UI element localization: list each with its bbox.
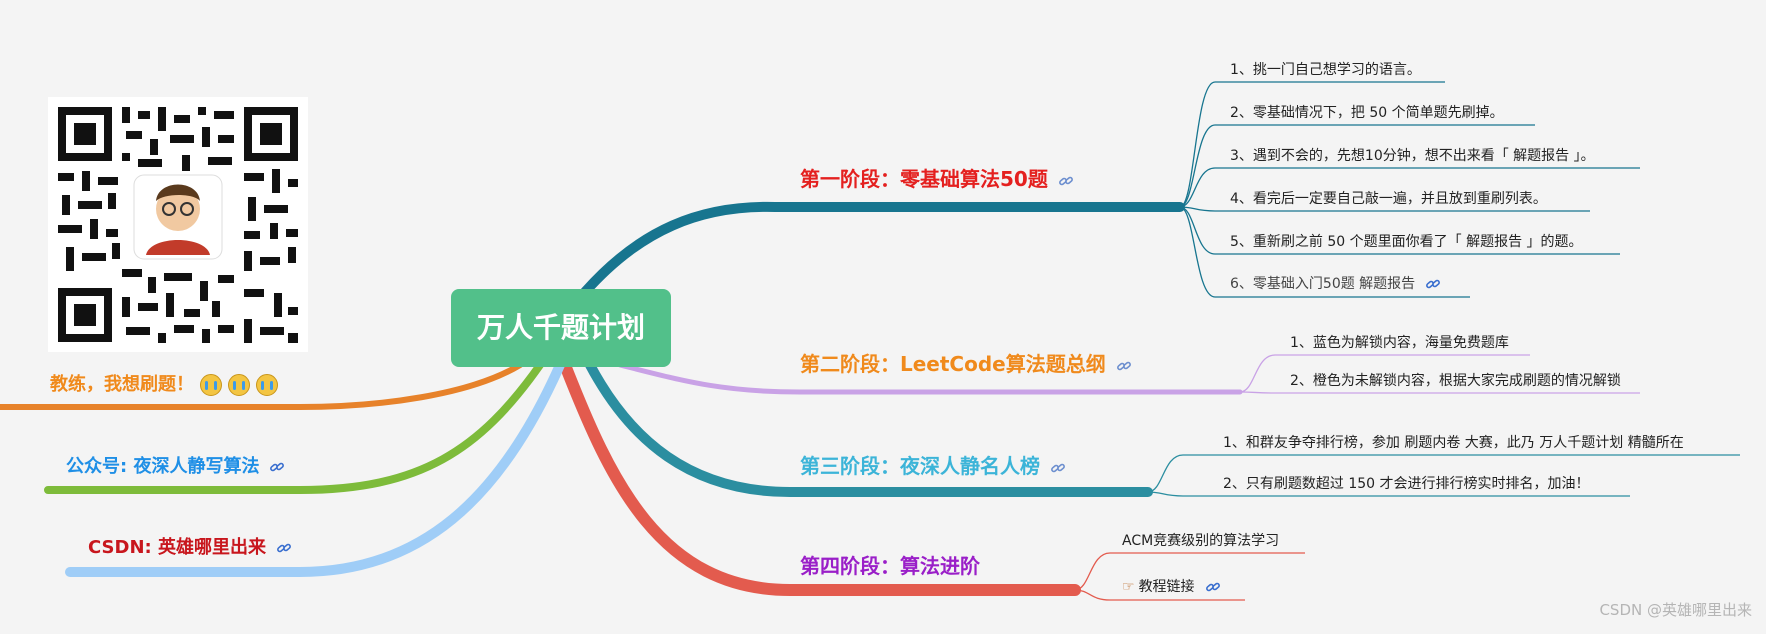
stage-3-label[interactable]: 第三阶段：夜深人静名人榜	[800, 450, 1066, 479]
avatar-icon	[133, 174, 223, 260]
left-node-wechat[interactable]: 公众号: 夜深人静写算法	[66, 452, 285, 478]
branch-left-1	[0, 362, 523, 410]
stage-4-item-2-text: 教程链接	[1138, 579, 1195, 595]
stage-2-text: 第二阶段：LeetCode算法题总纲	[800, 352, 1106, 376]
branch-left-2	[44, 361, 544, 494]
branch-stage-3	[585, 360, 1153, 497]
stage-1-sub-connectors	[1179, 81, 1640, 298]
link-icon[interactable]	[1116, 358, 1132, 374]
stage-1-item-5[interactable]: 5、重新刷之前 50 个题里面你看了「 解题报告 」的题。	[1230, 234, 1583, 250]
left-node-csdn[interactable]: CSDN: 英雄哪里出来	[88, 533, 292, 559]
stage-2-item-1[interactable]: 1、蓝色为解锁内容，海量免费题库	[1290, 335, 1509, 351]
link-icon[interactable]	[269, 459, 285, 475]
stage-1-item-2[interactable]: 2、零基础情况下，把 50 个简单题先刷掉。	[1230, 105, 1504, 121]
stage-4-sub-connectors	[1074, 552, 1305, 601]
stage-4-label[interactable]: 第四阶段：算法进阶	[800, 550, 980, 579]
stage-1-item-6[interactable]: 6、零基础入门50题 解题报告	[1230, 273, 1441, 293]
stage-1-label[interactable]: 第一阶段：零基础算法50题	[800, 163, 1074, 192]
link-icon[interactable]	[1058, 173, 1074, 189]
stage-1-item-6-text: 6、零基础入门50题 解题报告	[1230, 276, 1416, 292]
root-node[interactable]: 万人千题计划	[451, 289, 671, 367]
stage-1-item-4[interactable]: 4、看完后一定要自己敲一遍，并且放到重刷列表。	[1230, 191, 1547, 207]
branch-left-3	[65, 360, 565, 577]
crying-face-icon	[200, 374, 222, 396]
stage-1-text: 第一阶段：零基础算法50题	[800, 167, 1048, 191]
stage-3-item-2[interactable]: 2、只有刷题数超过 150 才会进行排行榜实时排名，加油！	[1223, 476, 1590, 492]
branch-stage-4	[559, 359, 1081, 596]
watermark: CSDN @英雄哪里出来	[1599, 601, 1752, 619]
qr-code-icon	[48, 97, 308, 352]
crying-face-icon	[228, 374, 250, 396]
left-node-coach[interactable]: 教练，我想刷题！	[50, 370, 278, 396]
link-icon[interactable]	[1050, 460, 1066, 476]
pointing-hand-icon: ☞	[1122, 579, 1135, 595]
stage-4-item-1[interactable]: ACM竞赛级别的算法学习	[1122, 533, 1280, 549]
stage-3-text: 第三阶段：夜深人静名人榜	[800, 454, 1040, 478]
left-node-csdn-text: CSDN: 英雄哪里出来	[88, 537, 266, 558]
stage-4-text: 第四阶段：算法进阶	[800, 554, 980, 578]
link-icon[interactable]	[1425, 276, 1441, 292]
stage-2-label[interactable]: 第二阶段：LeetCode算法题总纲	[800, 348, 1132, 377]
link-icon[interactable]	[276, 540, 292, 556]
link-icon[interactable]	[1205, 579, 1221, 595]
left-node-wechat-text: 公众号: 夜深人静写算法	[66, 456, 260, 477]
qr-code	[48, 97, 308, 352]
branch-stage-2	[617, 362, 1243, 395]
stage-3-sub-connectors	[1147, 454, 1740, 497]
stage-1-item-3[interactable]: 3、遇到不会的，先想10分钟，想不出来看「 解题报告 」。	[1230, 148, 1595, 164]
branch-stage-1	[580, 201, 1185, 297]
crying-face-icon	[256, 374, 278, 396]
stage-3-item-1[interactable]: 1、和群友争夺排行榜，参加 刷题内卷 大赛，此乃 万人千题计划 精髓所在	[1223, 435, 1684, 451]
stage-2-sub-connectors	[1239, 354, 1640, 394]
stage-1-item-1[interactable]: 1、挑一门自己想学习的语言。	[1230, 62, 1421, 78]
stage-4-item-2[interactable]: ☞教程链接	[1122, 576, 1221, 596]
left-node-coach-text: 教练，我想刷题！	[50, 374, 194, 395]
stage-2-item-2[interactable]: 2、橙色为未解锁内容，根据大家完成刷题的情况解锁	[1290, 373, 1621, 389]
